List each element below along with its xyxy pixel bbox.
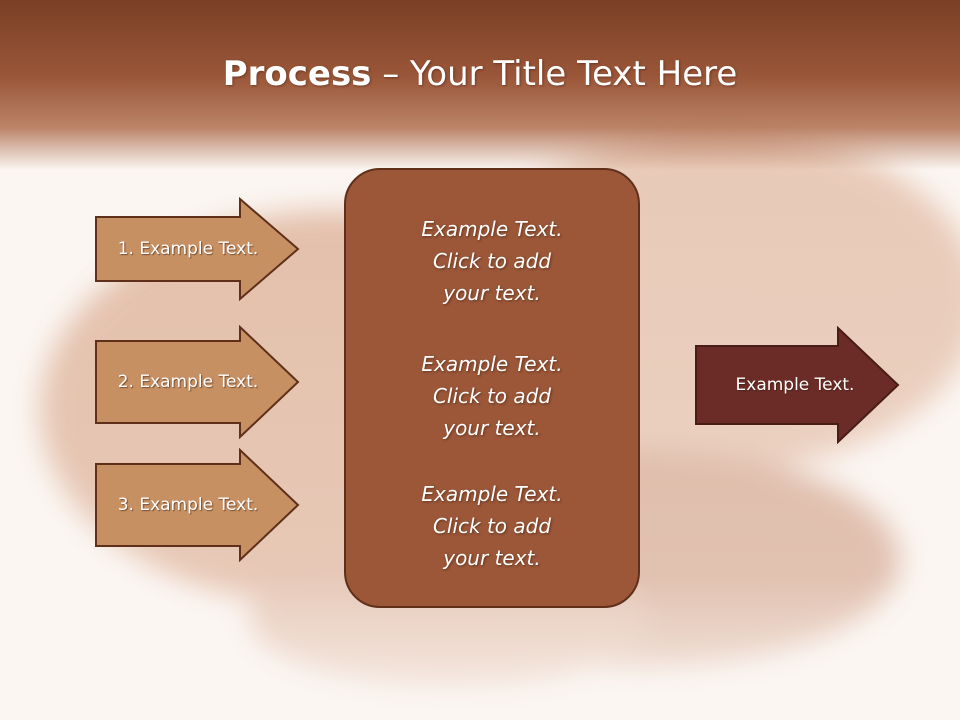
slide-title-bold: Process: [222, 54, 372, 94]
center-paragraph-1: Example Text. Click to add your text.: [346, 213, 638, 309]
left-arrow-2[interactable]: 2. Example Text.: [94, 325, 300, 439]
slide-title-rest: – Your Title Text Here: [371, 54, 738, 94]
center-paragraph-2-line-2: Click to add: [432, 384, 552, 408]
slide-title[interactable]: Process – Your Title Text Here: [0, 52, 960, 96]
left-arrow-1-label: 1. Example Text.: [117, 239, 259, 259]
left-arrow-3[interactable]: 3. Example Text.: [94, 448, 300, 562]
center-paragraph-1-line-1: Example Text.: [421, 217, 563, 241]
center-paragraph-2-line-3: your text.: [443, 416, 541, 440]
center-paragraph-3-line-1: Example Text.: [421, 482, 563, 506]
center-paragraph-2-line-1: Example Text.: [421, 352, 563, 376]
center-paragraph-1-line-3: your text.: [443, 281, 541, 305]
left-arrow-3-label: 3. Example Text.: [117, 495, 259, 515]
left-arrow-2-label: 2. Example Text.: [117, 372, 259, 392]
left-arrow-1[interactable]: 1. Example Text.: [94, 197, 300, 301]
center-paragraph-3-line-3: your text.: [443, 546, 541, 570]
right-arrow[interactable]: Example Text.: [694, 326, 900, 444]
center-paragraph-2: Example Text. Click to add your text.: [346, 348, 638, 444]
title-band: [0, 0, 960, 170]
right-arrow-label: Example Text.: [735, 375, 855, 395]
center-paragraph-3-line-2: Click to add: [432, 514, 552, 538]
center-paragraph-1-line-2: Click to add: [432, 249, 552, 273]
center-paragraph-3: Example Text. Click to add your text.: [346, 478, 638, 574]
center-text-box[interactable]: Example Text. Click to add your text. Ex…: [344, 168, 640, 608]
